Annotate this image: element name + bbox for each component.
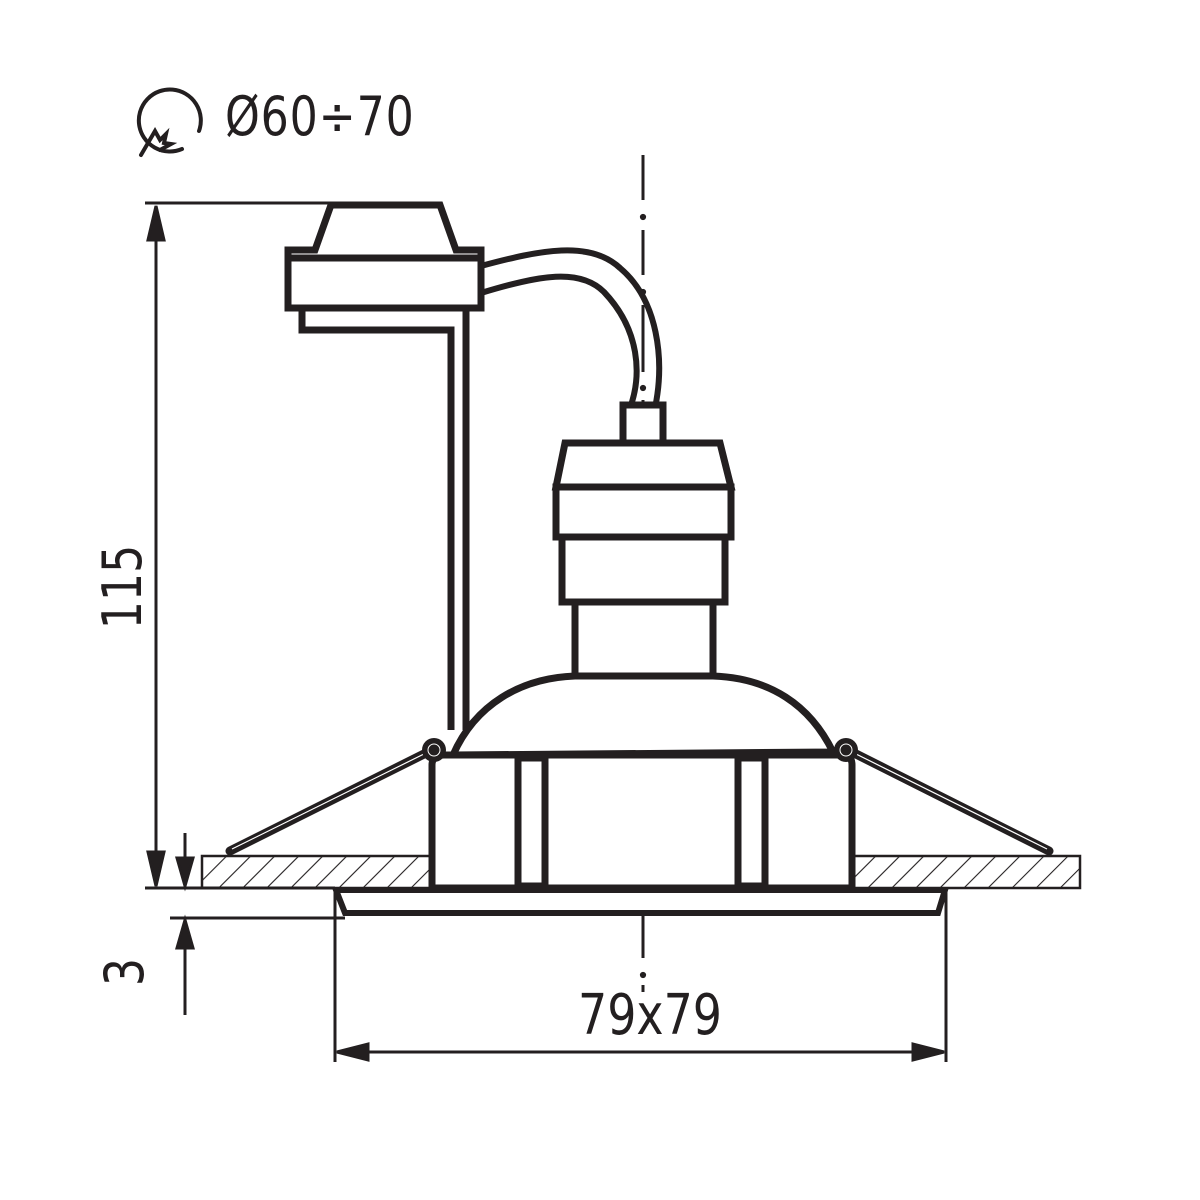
spring-clip-right [834, 738, 1054, 856]
cable [480, 247, 663, 410]
lamp-socket [551, 401, 736, 681]
trim-flange [331, 887, 950, 916]
terminal-block [284, 201, 485, 730]
height-dimension-label: 115 [91, 544, 154, 630]
cutout-diameter-label: Ø60÷70 [225, 85, 415, 148]
ceiling-cutout-saw-icon [136, 87, 203, 157]
flange-size-label: 79x79 [577, 983, 723, 1048]
spring-clip-left [225, 738, 446, 856]
flange-thickness-label: 3 [93, 957, 156, 987]
dimension-lines [145, 201, 948, 1062]
dome-housing [447, 672, 839, 759]
fixture-body [428, 751, 856, 892]
